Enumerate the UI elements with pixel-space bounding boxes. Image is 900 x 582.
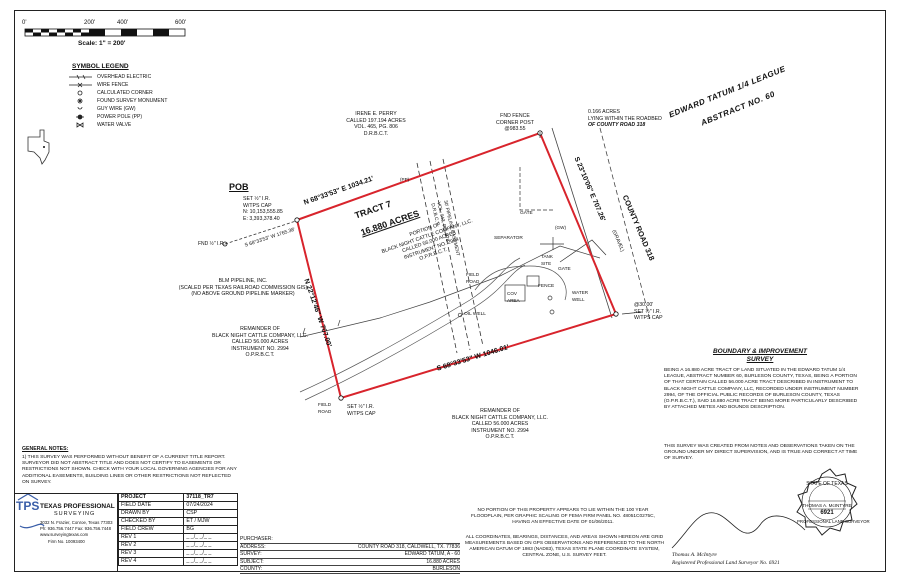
floodplain-note: NO PORTION OF THIS PROPERTY APPEARS TO L…	[471, 508, 655, 525]
tie-line	[224, 220, 297, 245]
legend-water-valve: WATER VALVE	[97, 122, 132, 128]
field-road-label-sw: FIELD ROAD	[318, 402, 332, 414]
general-notes-title: GENERAL NOTES:	[22, 446, 69, 452]
info-row: PURCHASER:	[240, 536, 460, 544]
boundary-subtitle: SURVEY	[746, 356, 774, 363]
general-notes-text: 1) THIS SURVEY WAS PERFORMED WITHOUT BEN…	[22, 455, 237, 485]
survey-sheet	[14, 10, 886, 572]
fence-label: FENCE	[538, 284, 555, 289]
legend-found-monument: FOUND SURVEY MONUMENT	[97, 98, 168, 104]
company-subname: SURVEYING	[54, 511, 96, 517]
seal-bottom: PROFESSIONAL LAND SURVEYOR	[797, 519, 870, 524]
company-address: 3032 N. Frazier, Conroe, Texas 77303	[40, 520, 113, 525]
guy-wire-label: (GW)	[555, 225, 566, 230]
texas-map-icon	[27, 129, 50, 165]
surveyor-name: Thomas A. McIntyre	[672, 552, 717, 558]
scale-tick-200: 200'	[84, 20, 96, 26]
power-pole-label: (PP)	[400, 177, 410, 182]
sw-corner-label: SET ½" I.R.W/TPS CAP	[347, 404, 376, 417]
seal-top: STATE OF TEXAS	[806, 481, 848, 487]
company-initials: TPS	[16, 499, 40, 513]
field-road	[299, 257, 567, 401]
pipeline-easement-lines	[416, 158, 484, 354]
water-well-label: WATER WELL	[572, 290, 589, 302]
scale-tick-400: 400'	[117, 20, 129, 26]
tank-site-label: TANK SITE	[541, 254, 553, 266]
overhead-electric-line	[299, 245, 601, 338]
company-block	[14, 493, 118, 572]
scale-tick-600: 600'	[175, 20, 187, 26]
legend-guy-wire: GUY WIRE (GW)	[97, 106, 136, 112]
info-row: COUNTY:BURLESON	[240, 566, 460, 574]
coordinates-note: ALL COORDINATES, BEARINGS, DISTANCES, AN…	[464, 535, 665, 558]
info-row: SURVEY:EDWARD TATUM, A - 60	[240, 551, 460, 559]
company-logo	[17, 493, 45, 529]
scale-label: Scale: 1" = 200'	[78, 40, 126, 47]
ne-corner-label: @30.00'SET ½" I.R.W/TPS CAP	[634, 302, 663, 322]
county-road-318	[551, 127, 651, 321]
company-firm: Firm No. 10093400	[48, 539, 85, 544]
scale-bar	[24, 28, 186, 37]
field-road-label: FIELD ROAD	[466, 272, 480, 284]
improvements	[457, 167, 607, 318]
scale-tick-0: 0'	[22, 20, 27, 26]
company-name: TEXAS PROFESSIONAL	[40, 503, 115, 510]
separator-label: SEPARATOR	[494, 236, 523, 241]
oil-well-label: OIL WELL	[464, 312, 486, 317]
surveyor-title: Registered Professional Land Surveyor No…	[672, 560, 780, 566]
legend-wire-fence: WIRE FENCE	[97, 82, 129, 88]
seal-number: 6921	[820, 510, 834, 516]
pob-label: POB	[229, 182, 249, 192]
legend-calculated-corner: CALCULATED CORNER	[97, 90, 153, 96]
company-web: www.surveyingtexas.com	[40, 532, 89, 537]
legend-overhead-electric: OVERHEAD ELECTRIC	[97, 74, 152, 80]
survey-statement: THIS SURVEY WAS CREATED FROM NOTES AND O…	[664, 444, 858, 462]
legend-power-pole: POWER POLE (PP)	[97, 114, 143, 120]
seal-name: THOMAS A. McINTYRE	[802, 503, 852, 508]
legend-icons	[69, 74, 92, 128]
company-phone: Ph: 936.756.7447 Fax: 936.756.7448	[40, 526, 111, 531]
surveyor-seal	[796, 468, 858, 536]
cov-area-label: COV AREA	[507, 291, 520, 303]
info-rows: PURCHASER: ADDRESS:COUNTY ROAD 318, CALD…	[240, 536, 460, 574]
gate-label-2: GATE	[558, 267, 571, 272]
surveyor-signature	[671, 512, 806, 549]
legend-title: SYMBOL LEGEND	[72, 63, 129, 70]
info-row: SUBJECT:16.880 ACRES	[240, 558, 460, 567]
boundary-title: BOUNDARY & IMPROVEMENT	[712, 348, 808, 355]
fnd-ir-label: FND ½" I.R.	[198, 241, 225, 247]
boundary-description: BEING A 16.880 ACRE TRACT OF LAND SITUAT…	[664, 368, 859, 411]
blm-pipeline-label: BLM PIPELINE, INC.(SCALED PER TEXAS RAIL…	[178, 278, 308, 298]
info-row: ADDRESS:COUNTY ROAD 318, CALDWELL, TX. 7…	[240, 543, 460, 552]
gate-label-1: GATE	[520, 211, 533, 216]
